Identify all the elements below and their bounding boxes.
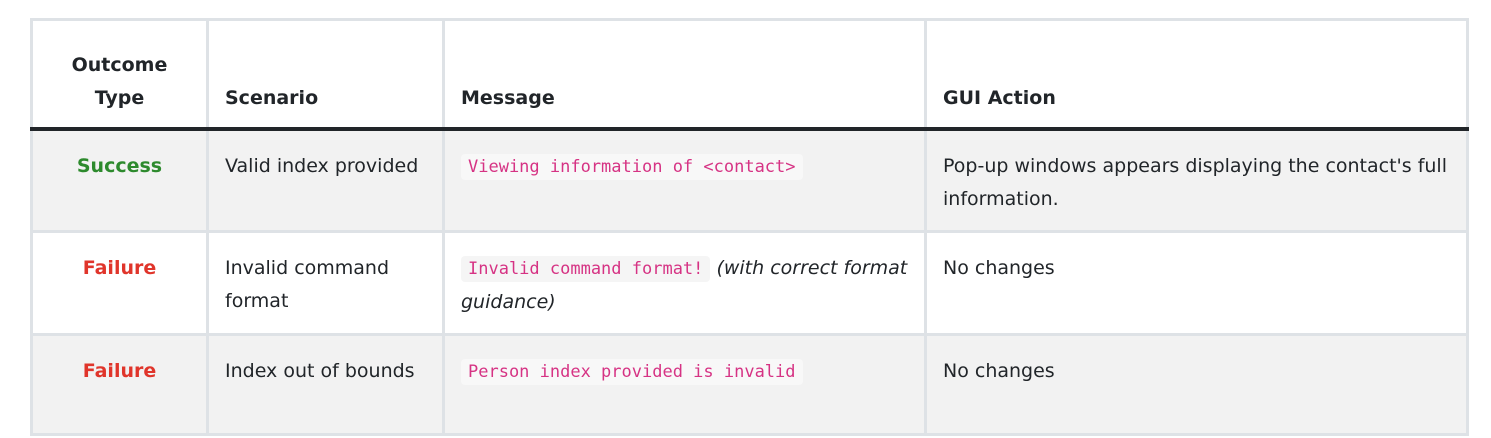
outcome-cell: Success <box>30 127 209 233</box>
message-code: Invalid command format! <box>461 256 711 282</box>
message-cell: Invalid command format! (with correct fo… <box>442 230 927 336</box>
outcome-table-container: Outcome Type Scenario Message GUI Action… <box>30 18 1469 436</box>
header-message: Message <box>442 18 927 131</box>
scenario-cell: Valid index provided <box>206 127 445 233</box>
table-row: Failure Index out of bounds Person index… <box>30 333 1469 436</box>
message-cell: Viewing information of <contact> <box>442 127 927 233</box>
header-gui-action: GUI Action <box>924 18 1469 131</box>
header-outcome-type: Outcome Type <box>30 18 209 131</box>
message-code: Person index provided is invalid <box>461 359 803 385</box>
header-row: Outcome Type Scenario Message GUI Action <box>30 18 1469 131</box>
scenario-cell: Index out of bounds <box>206 333 445 436</box>
gui-action-cell: No changes <box>924 333 1469 436</box>
message-code: Viewing information of <contact> <box>461 154 803 180</box>
gui-action-cell: No changes <box>924 230 1469 336</box>
header-scenario: Scenario <box>206 18 445 131</box>
outcome-cell: Failure <box>30 333 209 436</box>
scenario-cell: Invalid command format <box>206 230 445 336</box>
outcome-table: Outcome Type Scenario Message GUI Action… <box>30 18 1469 436</box>
gui-action-cell: Pop-up windows appears displaying the co… <box>924 127 1469 233</box>
table-row: Failure Invalid command format Invalid c… <box>30 230 1469 336</box>
table-row: Success Valid index provided Viewing inf… <box>30 127 1469 233</box>
table-header: Outcome Type Scenario Message GUI Action <box>30 18 1469 131</box>
outcome-cell: Failure <box>30 230 209 336</box>
message-note: (with correct format guidance) <box>461 257 908 313</box>
table-body: Success Valid index provided Viewing inf… <box>30 127 1469 436</box>
message-cell: Person index provided is invalid <box>442 333 927 436</box>
